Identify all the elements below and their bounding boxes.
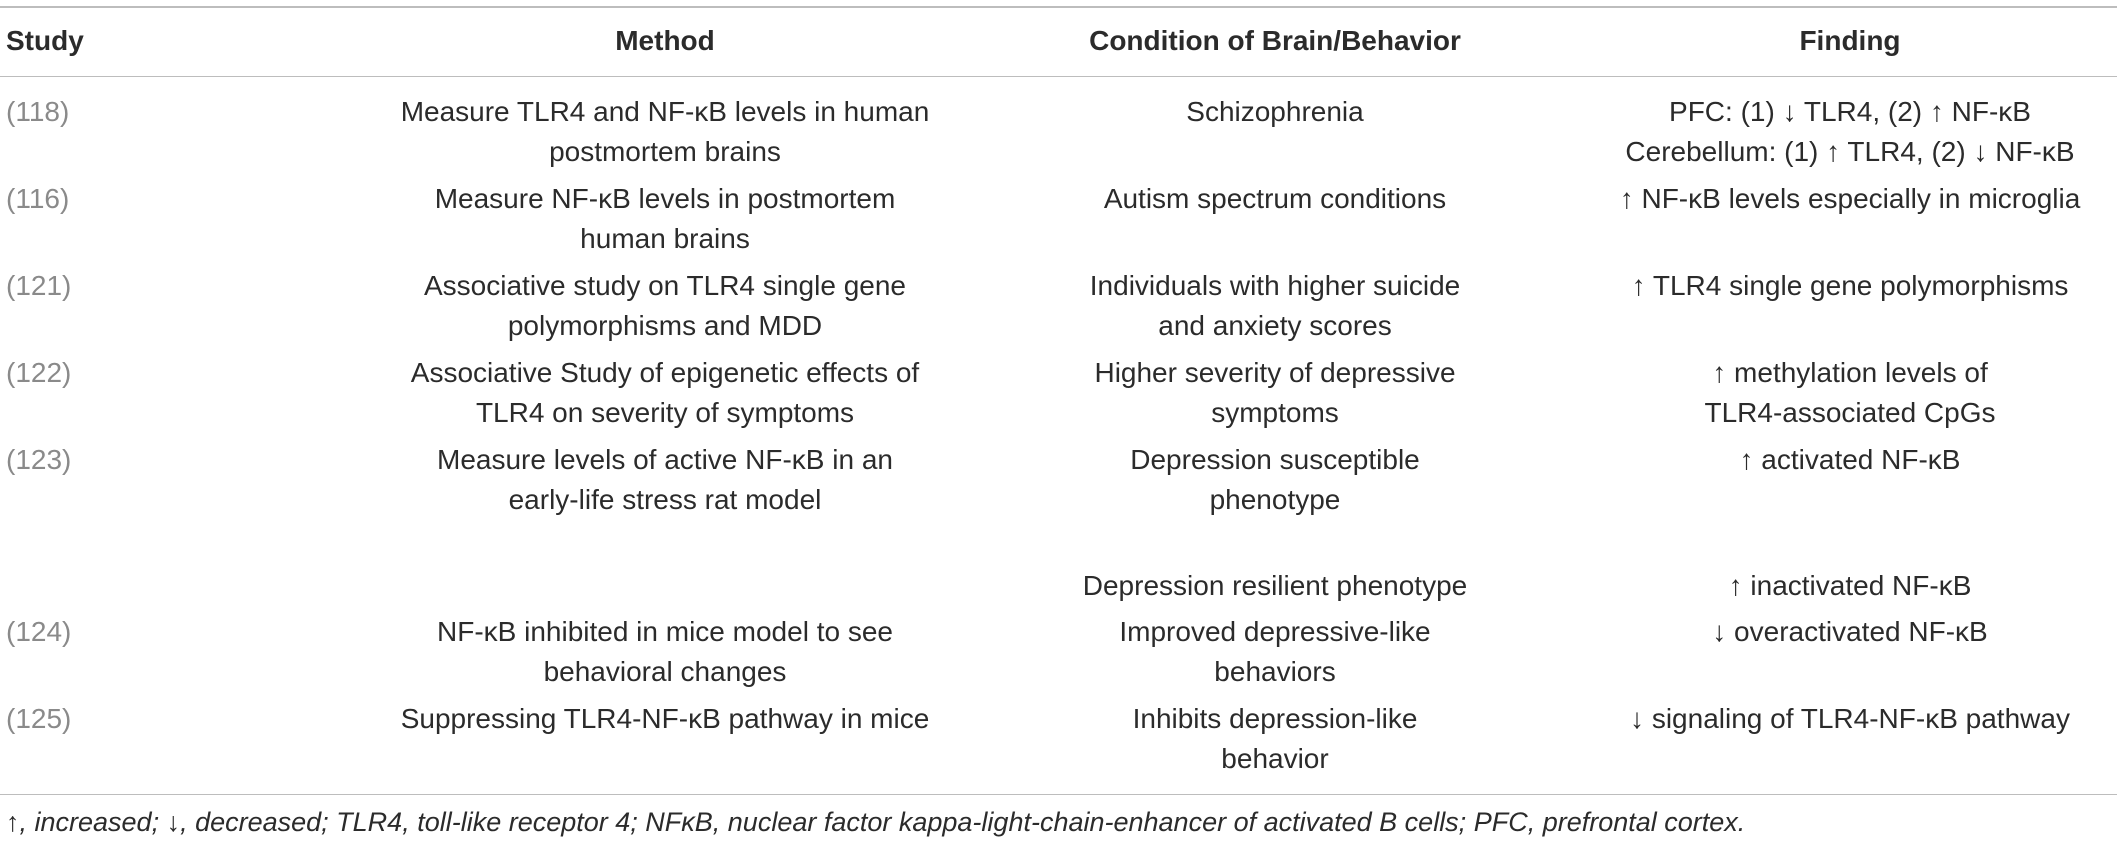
method-cell: Measure NF-κB levels in postmortem human …	[295, 179, 1035, 259]
header-rule	[0, 76, 2117, 77]
method-cell-line: Measure NF-κB levels in postmortem	[434, 183, 896, 214]
method-cell-line: Associative study on TLR4 single gene	[424, 270, 906, 301]
finding-cell: ↓ overactivated NF-κB	[1590, 612, 2110, 652]
method-cell-line: Suppressing TLR4-NF-κB pathway in mice	[400, 703, 930, 734]
method-cell: Measure levels of active NF-κB in an earl…	[295, 440, 1035, 520]
finding-cell-line: Cerebellum: (1) ↑ TLR4, (2) ↓ NF-κB	[1625, 136, 2075, 167]
condition-cell-line: phenotype	[1209, 484, 1341, 515]
finding-cell: ↑ methylation levels of TLR4-associated C…	[1590, 353, 2110, 433]
finding-cell-line: ↑ methylation levels of	[1712, 357, 1988, 388]
finding-cell: ↑ TLR4 single gene polymorphisms	[1590, 266, 2110, 306]
study-cell: (116)	[6, 183, 70, 214]
method-cell-line: Measure levels of active NF-κB in an	[437, 444, 893, 475]
condition-cell-line: Individuals with higher suicide	[1089, 270, 1461, 301]
method-cell-line: human brains	[580, 223, 750, 254]
condition-cell-line: Depression susceptible	[1130, 444, 1420, 475]
finding-cell: ↑ activated NF-κB	[1590, 440, 2110, 480]
condition-cell-line: behaviors	[1214, 656, 1336, 687]
condition-cell: Depression resilient phenotype	[1015, 566, 1535, 606]
finding-cell-line: ↑ TLR4 single gene polymorphisms	[1631, 270, 2069, 301]
condition-cell: Autism spectrum conditions	[1015, 179, 1535, 219]
finding-cell: ↑ NF-κB levels especially in microglia	[1590, 179, 2110, 219]
method-cell-line: postmortem brains	[549, 136, 781, 167]
table-footnote: ↑, increased; ↓, decreased; TLR4, toll-l…	[6, 807, 1746, 837]
method-cell: Measure TLR4 and NF-κB levels in human po…	[295, 92, 1035, 172]
method-cell-line: polymorphisms and MDD	[507, 310, 823, 341]
condition-cell: Inhibits depression-like behavior	[1015, 699, 1535, 779]
condition-cell-line: Higher severity of depressive	[1094, 357, 1456, 388]
condition-cell: Higher severity of depressive symptoms	[1015, 353, 1535, 433]
finding-cell: ↑ inactivated NF-κB	[1590, 566, 2110, 606]
condition-cell-line: and anxiety scores	[1158, 310, 1392, 341]
condition-cell-line: Inhibits depression-like	[1132, 703, 1418, 734]
method-cell: NF-κB inhibited in mice model to see beha…	[295, 612, 1035, 692]
study-cell: (122)	[6, 357, 72, 388]
method-cell-line: Measure TLR4 and NF-κB levels in human	[400, 96, 930, 127]
method-cell-line: early-life stress rat model	[508, 484, 822, 515]
finding-cell-line: ↑ NF-κB levels especially in microglia	[1619, 183, 2081, 214]
study-cell: (123)	[6, 444, 72, 475]
header-condition: Condition of Brain/Behavior	[1089, 25, 1461, 56]
table-bottom-rule	[0, 794, 2117, 795]
method-cell: Associative Study of epigenetic effects …	[295, 353, 1035, 433]
condition-cell-line: Improved depressive-like	[1119, 616, 1431, 647]
condition-cell-line: behavior	[1221, 743, 1329, 774]
method-cell: Suppressing TLR4-NF-κB pathway in mice	[295, 699, 1035, 739]
condition-cell: Individuals with higher suicide and anxie…	[1015, 266, 1535, 346]
finding-cell-line: ↑ activated NF-κB	[1739, 444, 1961, 475]
finding-cell-line: ↓ overactivated NF-κB	[1712, 616, 1988, 647]
study-cell: (121)	[6, 270, 72, 301]
condition-cell-line: Depression resilient phenotype	[1082, 570, 1468, 601]
condition-cell: Schizophrenia	[1015, 92, 1535, 132]
condition-cell-line: symptoms	[1211, 397, 1339, 428]
study-cell: (125)	[6, 703, 72, 734]
condition-cell-line: Schizophrenia	[1186, 96, 1364, 127]
finding-cell-line: PFC: (1) ↓ TLR4, (2) ↑ NF-κB	[1669, 96, 2031, 127]
header-method: Method	[615, 25, 715, 56]
study-cell: (124)	[6, 616, 72, 647]
finding-cell: ↓ signaling of TLR4-NF-κB pathway	[1590, 699, 2110, 739]
method-cell-line: Associative Study of epigenetic effects …	[410, 357, 920, 388]
finding-cell-line: TLR4-associated CpGs	[1704, 397, 1996, 428]
method-cell-line: NF-κB inhibited in mice model to see	[437, 616, 893, 647]
finding-cell: PFC: (1) ↓ TLR4, (2) ↑ NF-κB Cerebellum: …	[1590, 92, 2110, 172]
finding-cell-line: ↓ signaling of TLR4-NF-κB pathway	[1630, 703, 2070, 734]
table-top-rule	[0, 6, 2117, 8]
condition-cell-line: Autism spectrum conditions	[1103, 183, 1447, 214]
method-cell-line: TLR4 on severity of symptoms	[475, 397, 855, 428]
header-study: Study	[6, 25, 84, 56]
finding-cell-line: ↑ inactivated NF-κB	[1728, 570, 1972, 601]
study-cell: (118)	[6, 96, 70, 127]
condition-cell: Depression susceptible phenotype	[1015, 440, 1535, 520]
header-finding: Finding	[1799, 25, 1901, 56]
condition-cell: Improved depressive-like behaviors	[1015, 612, 1535, 692]
method-cell-line: behavioral changes	[543, 656, 787, 687]
method-cell: Associative study on TLR4 single gene pol…	[295, 266, 1035, 346]
